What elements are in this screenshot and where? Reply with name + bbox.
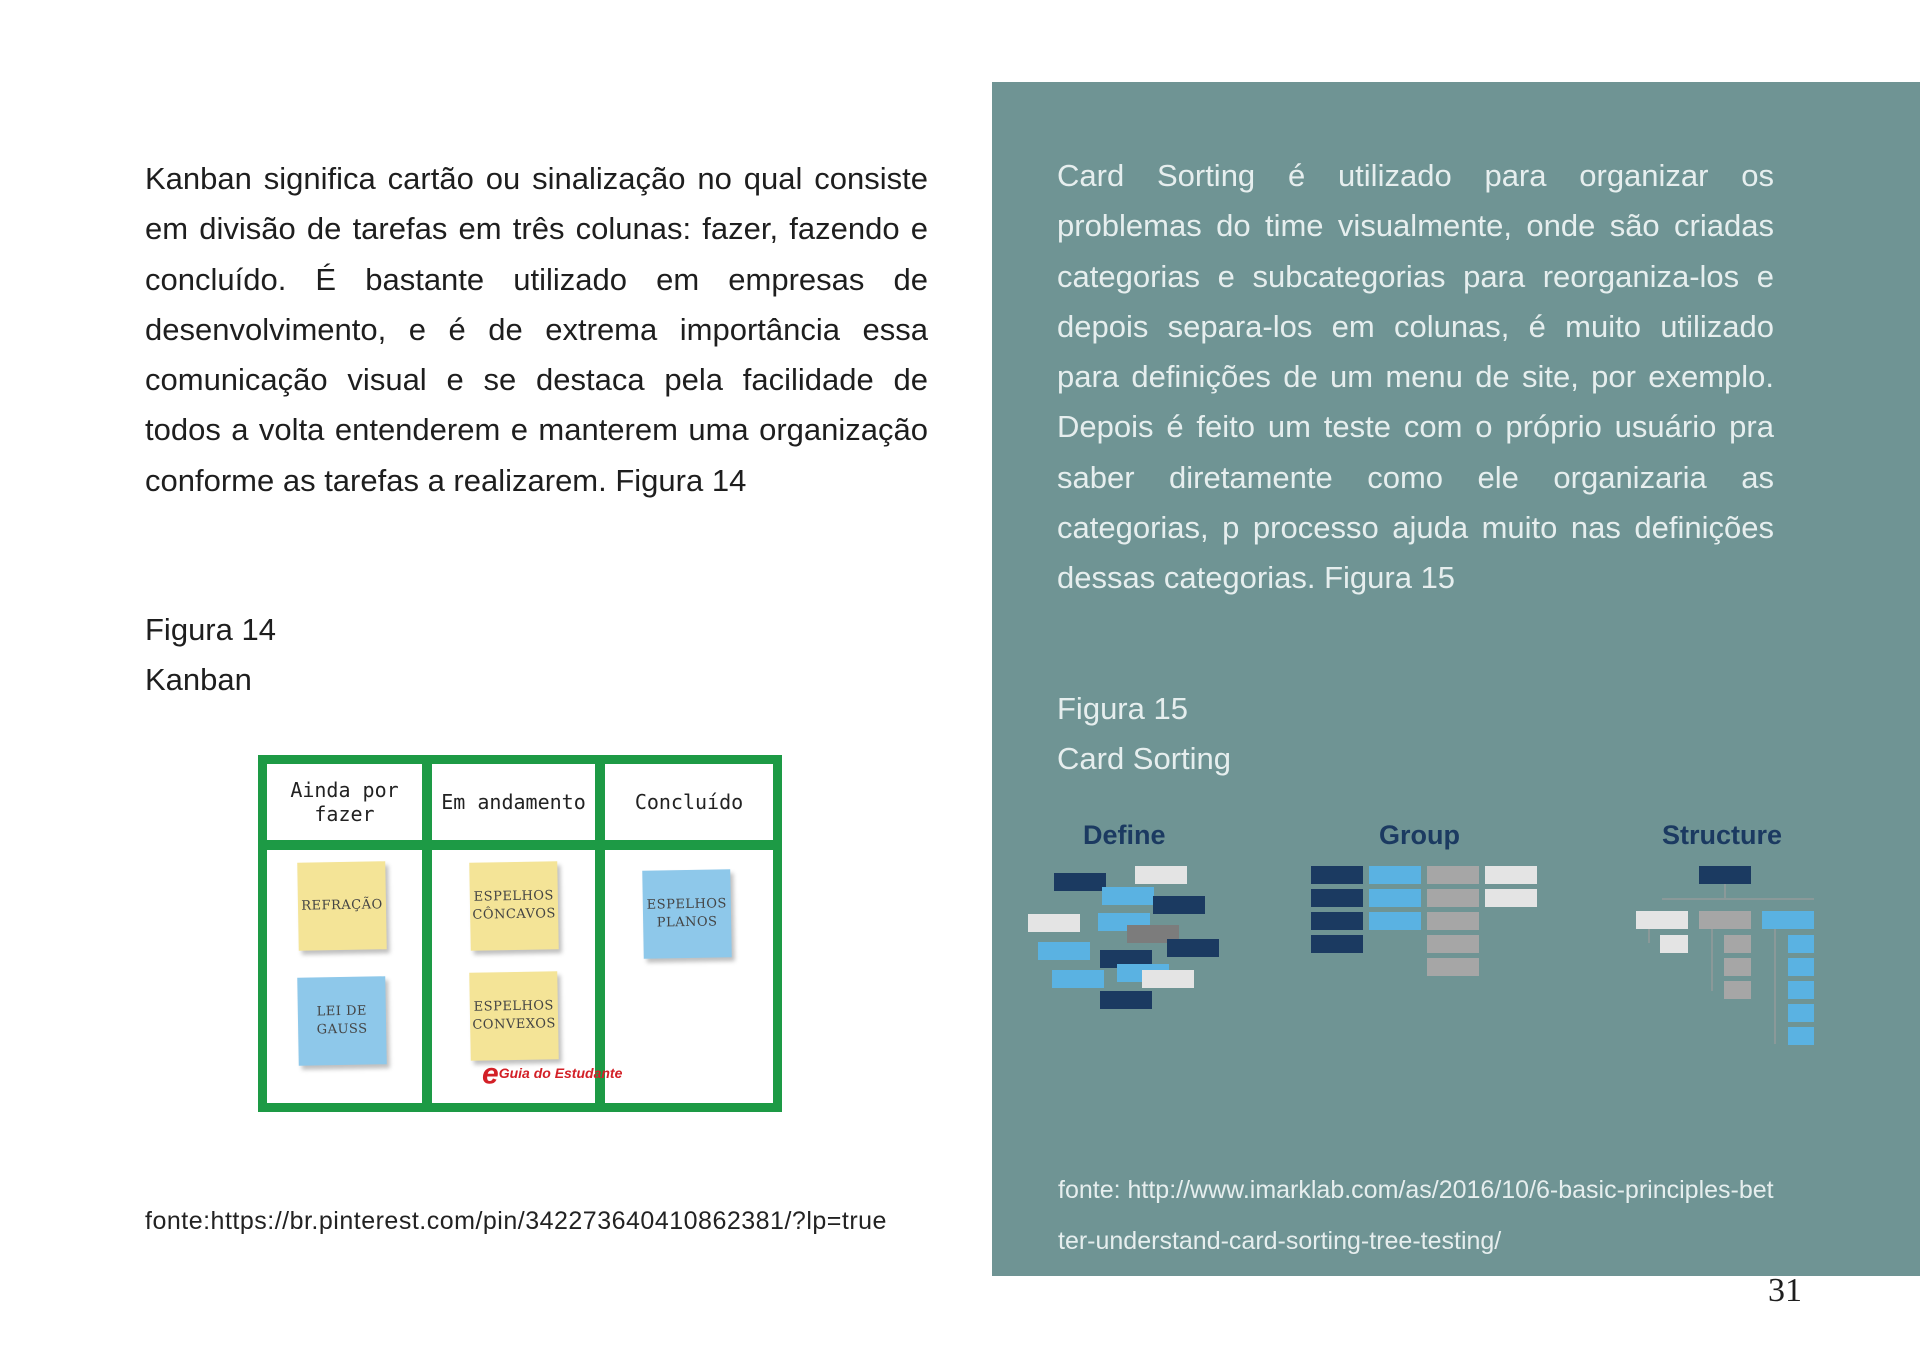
figure-15-label: Figura 15 (1057, 691, 1188, 726)
card (1788, 935, 1814, 953)
kanban-column-header-doing: Em andamento (432, 764, 595, 840)
kanban-board-figure: Ainda por fazer Em andamento Concluído R… (258, 755, 782, 1112)
card (1427, 866, 1479, 884)
card (1724, 958, 1751, 976)
tree-line (1711, 929, 1713, 991)
card (1762, 911, 1814, 929)
card-sorting-panel (992, 82, 1920, 1276)
sticky-note-refracao: Refração (297, 861, 387, 951)
kanban-column-done: Espelhos planos (605, 850, 773, 1103)
card (1038, 942, 1090, 960)
kanban-column-doing: Espelhos côncavos Espelhos convexos (432, 850, 595, 1103)
card (1311, 912, 1363, 930)
card (1311, 889, 1363, 907)
figure-15-caption: Figura 15 Card Sorting (1057, 684, 1231, 784)
kanban-paragraph: Kanban significa cartão ou sinalização n… (145, 161, 928, 498)
card (1788, 981, 1814, 999)
kanban-column-header-done: Concluído (605, 764, 773, 840)
guia-do-estudante-logo: eGuia do Estudante (482, 1059, 623, 1089)
card-sorting-paragraph: Card Sorting é utilizado para organizar … (1057, 158, 1774, 596)
card (1427, 912, 1479, 930)
card (1369, 889, 1421, 907)
card (1485, 866, 1537, 884)
figure-14-caption: Figura 14 Kanban (145, 605, 276, 705)
card (1427, 889, 1479, 907)
figure-14-label: Figura 14 (145, 612, 276, 647)
group-label: Group (1379, 820, 1460, 850)
card (1153, 896, 1205, 914)
card (1028, 914, 1080, 932)
structure-label: Structure (1662, 820, 1783, 850)
card (1699, 911, 1751, 929)
figure-14-title: Kanban (145, 662, 252, 697)
card (1427, 935, 1479, 953)
card (1102, 887, 1154, 905)
logo-letter: e (482, 1057, 499, 1091)
logo-text: Guia do Estudante (498, 1065, 623, 1081)
card (1788, 958, 1814, 976)
figure-15-title: Card Sorting (1057, 741, 1232, 776)
card (1311, 935, 1363, 953)
card (1660, 935, 1688, 953)
card (1636, 911, 1688, 929)
card (1052, 970, 1104, 988)
tree-line (1774, 929, 1776, 1044)
tree-line (1648, 929, 1650, 943)
card (1100, 991, 1152, 1009)
sticky-note-espelhos-convexos: Espelhos convexos (469, 971, 559, 1061)
card (1311, 866, 1363, 884)
card (1135, 866, 1187, 884)
card (1054, 873, 1106, 891)
kanban-column-header-todo: Ainda por fazer (267, 764, 422, 840)
card (1724, 981, 1751, 999)
card-sorting-source: fonte: http://www.imarklab.com/as/2016/1… (1058, 1176, 1774, 1255)
sticky-note-lei-gauss: Lei de Gauss (297, 976, 387, 1066)
define-label: Define (1083, 820, 1166, 850)
kanban-source: fonte:https://br.pinterest.com/pin/34227… (145, 1207, 887, 1235)
card (1724, 935, 1751, 953)
card (1127, 925, 1179, 943)
card (1142, 970, 1194, 988)
card (1427, 958, 1479, 976)
card (1369, 866, 1421, 884)
card (1788, 1004, 1814, 1022)
card (1699, 866, 1751, 884)
page-number: 31 (1768, 1272, 1802, 1309)
sticky-note-espelhos-planos: Espelhos planos (642, 869, 732, 959)
tree-line (1662, 898, 1814, 900)
card (1369, 912, 1421, 930)
tree-line (1724, 884, 1726, 898)
card (1788, 1027, 1814, 1045)
card (1100, 950, 1152, 968)
card (1167, 939, 1219, 957)
card (1485, 889, 1537, 907)
sticky-note-espelhos-concavos: Espelhos côncavos (469, 861, 559, 951)
kanban-column-todo: Refração Lei de Gauss (267, 850, 422, 1103)
